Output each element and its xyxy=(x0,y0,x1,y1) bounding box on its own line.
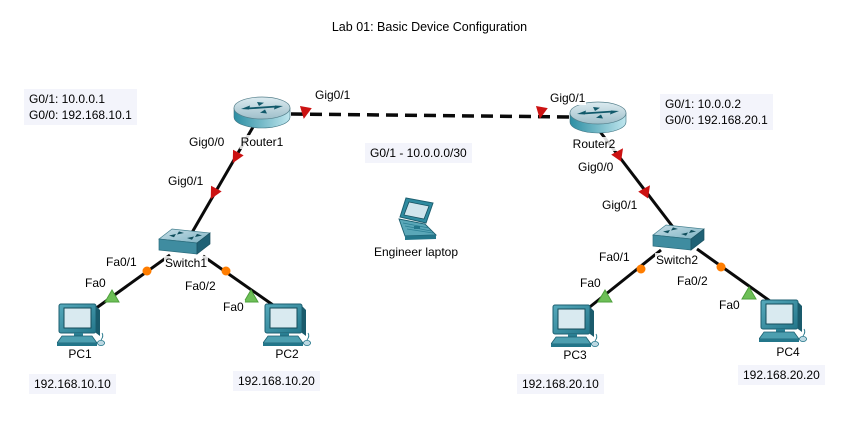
port-label-sw1-fa01: Fa0/1 xyxy=(105,255,138,269)
status-amber-sw1-fa02-icon xyxy=(221,266,231,276)
device-switch2[interactable] xyxy=(651,223,707,260)
device-laptop[interactable] xyxy=(391,196,443,251)
port-label-pc4-fa0: Fa0 xyxy=(718,298,741,312)
device-label-router2: Router2 xyxy=(571,137,617,151)
pc-icon xyxy=(56,303,106,347)
note-wan-subnet: G0/1 - 10.0.0.0/30 xyxy=(365,143,472,163)
status-amber-sw1-fa01-icon xyxy=(142,266,152,276)
status-down-r1-gig00-icon xyxy=(232,149,244,164)
note-router2-ips: G0/1: 10.0.0.2 G0/0: 192.168.20.1 xyxy=(660,94,773,130)
diagram-title: Lab 01: Basic Device Configuration xyxy=(331,20,528,34)
port-label-sw2-fa01: Fa0/1 xyxy=(598,250,631,264)
note-pc4-ip: 192.168.20.20 xyxy=(738,365,825,385)
device-label-pc3: PC3 xyxy=(562,348,588,362)
pc-icon xyxy=(550,304,600,348)
status-down-r1-gig01-icon xyxy=(299,106,312,119)
note-line: G0/1: 10.0.0.2 xyxy=(665,97,742,111)
device-router2[interactable] xyxy=(569,97,627,142)
device-label-pc4: PC4 xyxy=(775,345,801,359)
status-down-r2-gig01-icon xyxy=(535,106,548,119)
port-label-r2-gig01: Gig0/1 xyxy=(549,91,587,105)
device-label-router1: Router1 xyxy=(239,135,285,149)
link-router1-router2[interactable] xyxy=(290,112,573,119)
device-label-pc1: PC1 xyxy=(67,347,93,361)
port-label-sw1-gig01: Gig0/1 xyxy=(167,174,205,188)
link-switch1-pc2[interactable] xyxy=(202,254,284,314)
device-label-pc2: PC2 xyxy=(274,347,300,361)
device-switch1[interactable] xyxy=(157,227,213,264)
status-down-sw2-gig01-icon xyxy=(638,185,651,199)
note-line: G0/0: 192.168.20.1 xyxy=(665,113,768,127)
device-label-laptop: Engineer laptop xyxy=(372,245,460,259)
device-label-switch1: Switch1 xyxy=(163,256,209,270)
device-pc4[interactable] xyxy=(758,299,809,350)
port-label-r1-gig00: Gig0/0 xyxy=(188,135,226,149)
pc-icon xyxy=(262,303,312,347)
port-label-sw2-fa02: Fa0/2 xyxy=(676,274,709,288)
laptop-icon xyxy=(398,197,438,240)
port-label-pc2-fa0: Fa0 xyxy=(222,300,245,314)
status-amber-sw2-fa02-icon xyxy=(716,262,726,272)
status-up-pc2-fa0-icon xyxy=(243,289,259,303)
status-down-r2-gig00-icon xyxy=(611,148,624,162)
pc-icon xyxy=(758,299,808,343)
status-amber-sw2-fa01-icon xyxy=(636,264,646,274)
port-label-pc1-fa0: Fa0 xyxy=(84,276,107,290)
port-label-r2-gig00: Gig0/0 xyxy=(577,160,615,174)
link-switch1-pc1[interactable] xyxy=(87,253,171,316)
switch-icon xyxy=(158,228,211,255)
link-switch2-pc4[interactable] xyxy=(696,247,778,308)
note-pc3-ip: 192.168.20.10 xyxy=(517,374,604,394)
note-pc1-ip: 192.168.10.10 xyxy=(29,374,116,394)
router-icon xyxy=(233,96,291,129)
note-line: G0/1: 10.0.0.1 xyxy=(29,92,106,106)
link-switch2-pc3[interactable] xyxy=(585,248,662,312)
port-label-pc3-fa0: Fa0 xyxy=(579,276,602,290)
status-up-pc4-fa0-icon xyxy=(741,286,757,300)
device-pc1[interactable] xyxy=(56,303,107,354)
note-pc2-ip: 192.168.10.20 xyxy=(233,371,320,391)
switch-icon xyxy=(652,224,705,251)
note-line: G0/0: 192.168.10.1 xyxy=(29,108,132,122)
status-up-pc3-fa0-icon xyxy=(597,289,613,303)
router-icon xyxy=(569,101,627,134)
port-label-r1-gig01: Gig0/1 xyxy=(314,88,352,102)
device-label-switch2: Switch2 xyxy=(654,253,700,267)
status-down-sw1-gig01-icon xyxy=(210,185,222,200)
device-pc2[interactable] xyxy=(262,303,313,354)
port-label-sw1-fa02: Fa0/2 xyxy=(184,279,217,293)
port-label-sw2-gig01: Gig0/1 xyxy=(601,198,639,212)
note-router1-ips: G0/1: 10.0.0.1 G0/0: 192.168.10.1 xyxy=(24,89,137,125)
device-router1[interactable] xyxy=(233,92,291,137)
status-up-pc1-fa0-icon xyxy=(104,289,120,303)
device-pc3[interactable] xyxy=(550,304,601,355)
